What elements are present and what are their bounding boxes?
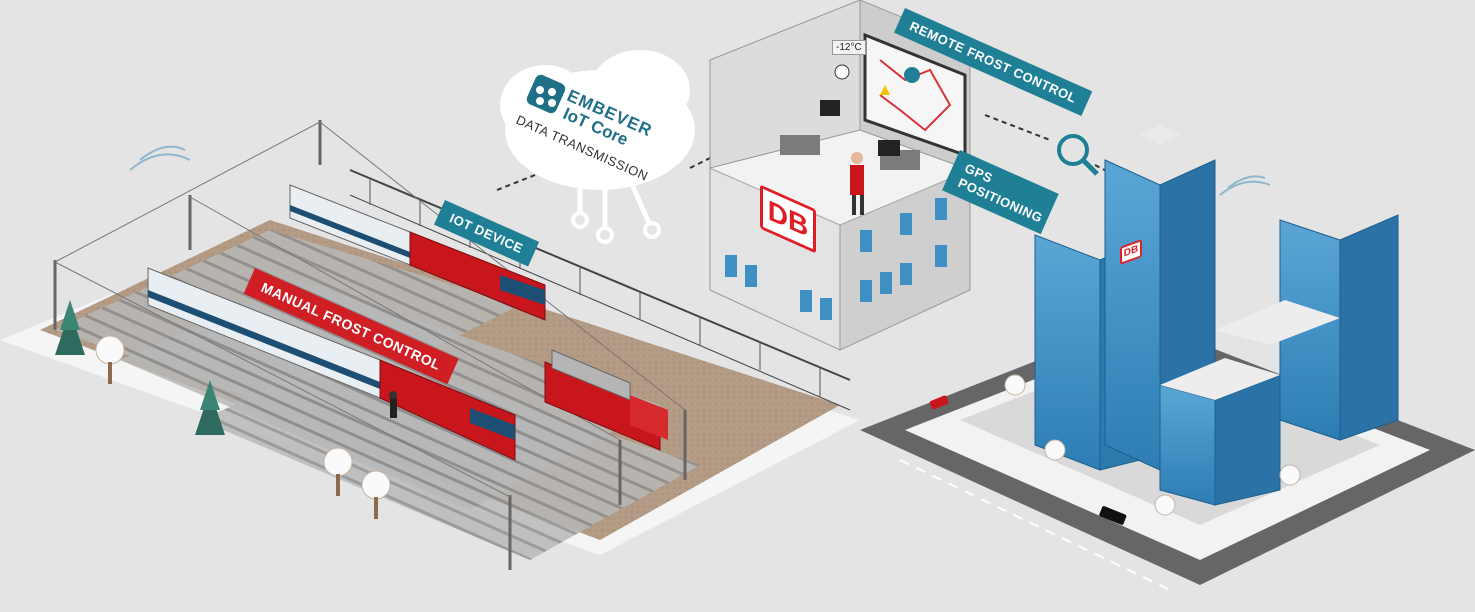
temperature-display: -12°C xyxy=(832,40,866,55)
snowflake-icon xyxy=(904,67,920,83)
winter-trees xyxy=(55,300,391,519)
fence-top xyxy=(349,169,851,381)
clock-icon xyxy=(834,64,850,80)
tracks-bottom xyxy=(200,350,700,560)
yard-worker xyxy=(389,391,397,418)
train-upper xyxy=(289,184,546,321)
fence-bottom xyxy=(349,194,851,411)
wireless-signal-icons xyxy=(129,145,1271,196)
embever-logo-icon xyxy=(526,74,566,114)
train-lower xyxy=(147,267,516,461)
city-block xyxy=(860,125,1475,591)
locomotive xyxy=(544,349,668,451)
warning-icon xyxy=(880,85,890,95)
catenary-poles xyxy=(53,120,687,570)
magnifier-icon xyxy=(1057,134,1099,176)
